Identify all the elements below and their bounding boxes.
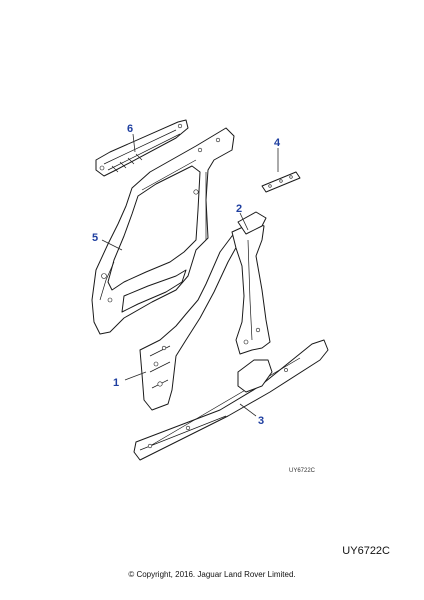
part-2-b-pillar [231, 211, 271, 355]
part-3-sill-panel [133, 339, 329, 461]
illustration-ref-small: UY6722C [289, 468, 316, 474]
illustration-ref: UY6722C [342, 545, 390, 557]
leader-line-1 [124, 371, 147, 381]
callout-5: 5 [92, 232, 98, 244]
callout-1: 1 [113, 377, 119, 389]
callout-3: 3 [258, 415, 264, 427]
callout-6: 6 [127, 123, 133, 135]
callout-2: 2 [236, 203, 242, 215]
copyright-notice: © Copyright, 2016. Jaguar Land Rover Lim… [128, 570, 296, 579]
leader-line-3 [239, 403, 257, 417]
leader-line-6 [132, 133, 136, 153]
part-4-reinforcement-plate [261, 171, 301, 193]
callout-4: 4 [274, 137, 281, 149]
leader-line-2 [239, 212, 249, 231]
leader-line-5 [101, 239, 123, 251]
part-6-roof-rail [95, 119, 189, 177]
part-1-pillar-base-bracket [139, 231, 241, 411]
part-5-body-side-frame [91, 127, 235, 335]
